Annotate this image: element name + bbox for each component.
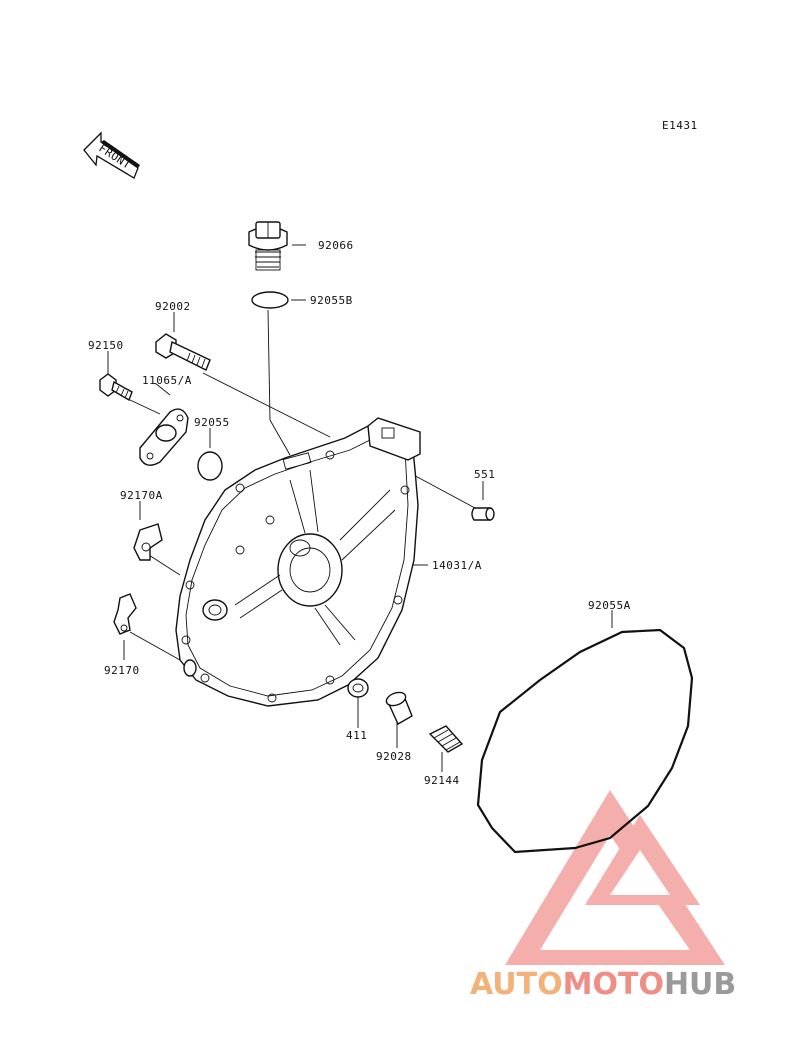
label-14031a: 14031/A [432, 559, 482, 572]
bolt-92150 [99, 373, 133, 402]
dowel-pin-551 [471, 507, 495, 521]
label-92066: 92066 [318, 239, 354, 252]
clutch-cover-14031a [175, 417, 421, 707]
clamp-92170a [133, 523, 163, 561]
bushing-92028 [385, 691, 413, 725]
front-arrow-icon: FRONT [83, 131, 140, 179]
label-92055: 92055 [194, 416, 230, 429]
watermark-part-3: HUB [664, 967, 736, 1002]
diagram-id: E1431 [662, 119, 698, 132]
part-labels: 92066 92055B 92002 92150 11065/A 92055 5… [88, 239, 631, 787]
oil-filler-cap-92066 [248, 221, 288, 271]
gasket-92055a [476, 628, 694, 854]
label-92055a: 92055A [588, 599, 631, 612]
washer-411 [347, 678, 369, 698]
label-92055b: 92055B [310, 294, 353, 307]
label-92002: 92002 [155, 300, 191, 313]
label-92150: 92150 [88, 339, 124, 352]
watermark-logo [505, 790, 725, 965]
cover-plate-11065a [139, 408, 189, 466]
o-ring-92055 [197, 451, 223, 481]
leader-lines [107, 244, 613, 772]
clamp-92170 [113, 593, 137, 635]
label-551: 551 [474, 468, 495, 481]
label-92170: 92170 [104, 664, 140, 677]
label-92170a: 92170A [120, 489, 163, 502]
label-11065a: 11065/A [142, 374, 192, 387]
bolt-92002 [155, 333, 211, 371]
label-92144: 92144 [424, 774, 460, 787]
o-ring-92055b [251, 291, 289, 309]
watermark-text: AUTOMOTOHUB [470, 967, 736, 1002]
watermark-part-1: AUTO [470, 967, 563, 1002]
watermark-part-2: MOTO [563, 967, 664, 1002]
label-411: 411 [346, 729, 367, 742]
spring-92144 [428, 725, 464, 753]
label-92028: 92028 [376, 750, 412, 763]
